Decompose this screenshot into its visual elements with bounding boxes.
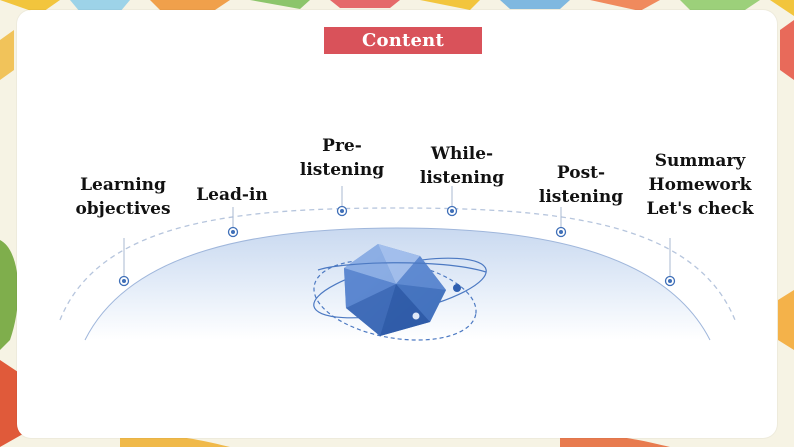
timeline-dots (118, 205, 676, 287)
timeline-label-pre-listening: Pre-listening (299, 136, 385, 180)
orbit-node (453, 284, 461, 292)
timeline-dot-icon (118, 275, 130, 287)
content-card (17, 10, 777, 438)
timeline-label-post-listening: Post-listening (538, 163, 624, 207)
timeline-dot-icon (555, 226, 567, 238)
timeline-dot-icon (446, 205, 458, 217)
timeline-dot-icon (664, 275, 676, 287)
page-title: Content (324, 27, 482, 54)
timeline-dot-icon (336, 205, 348, 217)
timeline-label-lead-in: Lead-in (196, 185, 268, 205)
timeline-dot-icon (227, 226, 239, 238)
dome-outline (84, 227, 711, 341)
timeline-arc (59, 207, 736, 321)
timeline-label-while-listening: While-listening (419, 144, 505, 188)
icosahedron-icon (344, 244, 446, 336)
